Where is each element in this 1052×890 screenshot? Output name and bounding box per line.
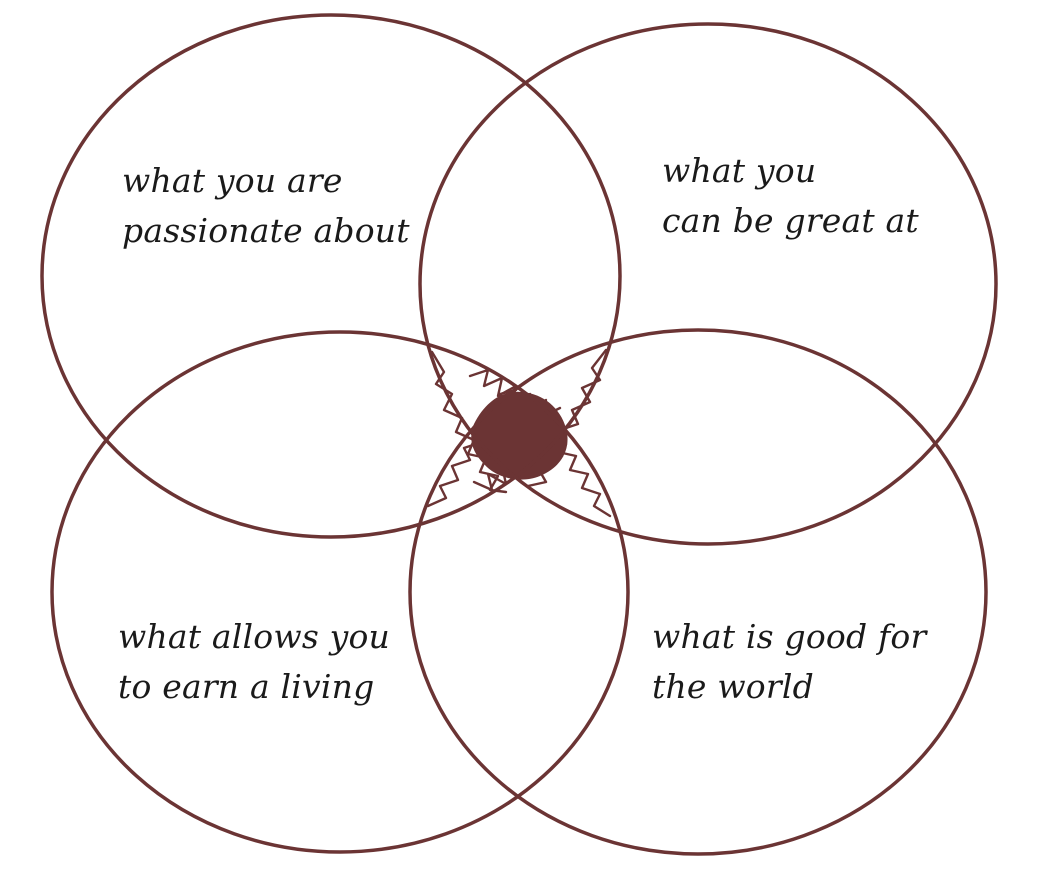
label-passion-line-2: passionate about [122,211,410,250]
label-world-line-1: what is good for [652,617,928,656]
circle-world [408,328,988,856]
label-living-line-2: to earn a living [118,667,374,706]
overlap-scribble-layer [426,348,612,518]
circle-skill [418,22,998,546]
circle-living [50,330,630,854]
center-intersection-blob [471,391,568,480]
label-skill-line-1: what you [662,151,816,190]
circle-passion [40,13,622,539]
circle-outline-layer [40,13,998,856]
label-layer: what you are passionate about what you c… [118,151,928,706]
label-living-line-1: what allows you [118,617,390,656]
label-world-line-2: the world [652,667,814,706]
label-passion-line-1: what you are [122,161,343,200]
label-skill-line-2: can be great at [662,201,919,240]
